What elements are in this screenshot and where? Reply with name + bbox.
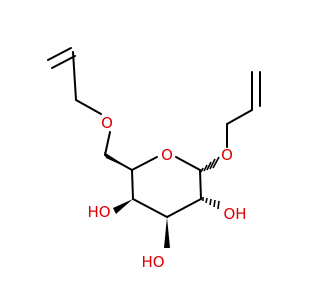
- bond-o6-c6: [104, 131, 111, 156]
- bond-vinyl-1: [47, 47, 72, 61]
- structure-diagram: O O O HO HO OH: [47, 47, 261, 271]
- bond-c4-c5: [131, 169, 134, 200]
- atom-ho-c3: HO: [141, 253, 164, 271]
- bond-vinyl-1-double: [51, 55, 76, 69]
- wedge-c3-oh: [164, 217, 170, 248]
- bond-c3-c4: [132, 198, 168, 218]
- hash-c2-oh: [202, 197, 220, 210]
- bond-oring-c1: [175, 156, 201, 171]
- bond-allyl-1: [72, 51, 77, 101]
- atom-o-ring: O: [161, 146, 173, 164]
- atom-oh-c2: OH: [223, 205, 246, 223]
- bond-c5-oring: [131, 156, 158, 171]
- wedge-c4-oh: [113, 199, 133, 214]
- atom-o-primary: O: [101, 114, 113, 132]
- bond-allyl-2b: [226, 109, 253, 125]
- atom-o-anomeric: O: [221, 146, 233, 164]
- bond-allyl-2: [75, 99, 102, 115]
- bond-c1-c2: [199, 169, 202, 200]
- atom-ho-c4: HO: [87, 203, 110, 221]
- hash-c1-o1: [200, 156, 220, 173]
- bond-c2-c3: [166, 198, 202, 218]
- wedge-c5-c6: [104, 152, 132, 170]
- molecule-drawing: O O O HO HO OH: [47, 47, 261, 271]
